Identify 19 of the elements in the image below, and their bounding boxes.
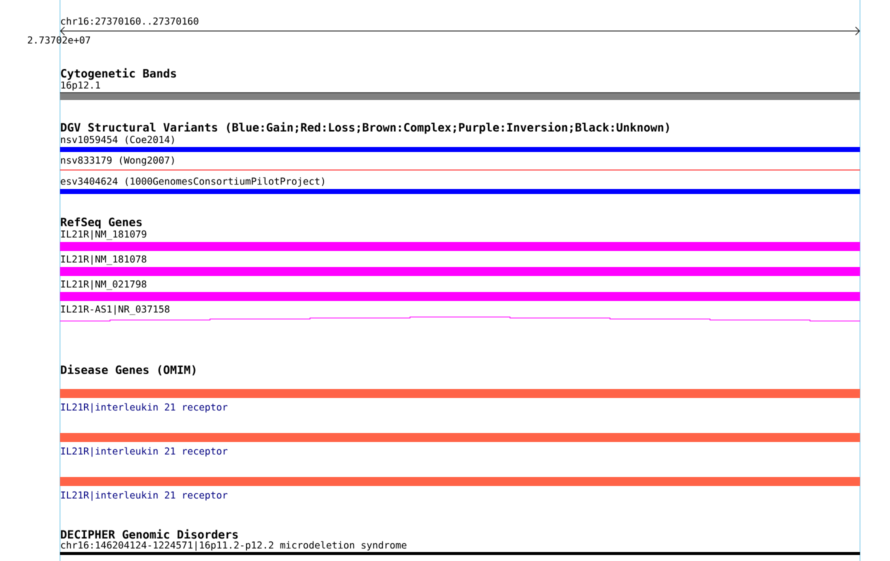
track-title: RefSeq Genes [60, 217, 142, 228]
feature-label: chr16:146204124-1224571|16p11.2-p12.2 microdeletion syndrome [61, 541, 406, 551]
track-title: DECIPHER Genomic Disorders [60, 529, 238, 539]
feature-label: esv3404624 (1000GenomesConsortiumPilotProject) [60, 177, 324, 187]
feature-label: IL21R|NM_021798 [61, 280, 146, 290]
feature-label: IL21R|interleukin 21 receptor [61, 403, 228, 413]
feature-label: 16p12.1 [61, 81, 100, 91]
feature-label: IL21R|NM_181078 [61, 255, 146, 265]
track-title: Cytogenetic Bands [61, 68, 176, 80]
feature-label: IL21R|NM_181079 [61, 230, 146, 240]
coordinate-label: chr16:27370160..27370160 [61, 17, 198, 25]
feature-label: IL21R|interleukin 21 receptor [61, 491, 228, 501]
feature-label: nsv1059454 (Coe2014) [61, 136, 174, 144]
feature-label: IL21R|interleukin 21 receptor [61, 447, 228, 457]
track-title: Disease Genes (OMIM) [60, 364, 196, 376]
feature-label: IL21R-AS1|NR_037158 [61, 305, 170, 315]
scale-label: 2.73702e+07 [28, 36, 90, 44]
feature-label: nsv833179 (Wong2007) [61, 156, 174, 166]
track-title: DGV Structural Variants (Blue:Gain;Red:Loss;Brown:Complex;Purple:Inversion;Black:Unknown) [60, 122, 669, 134]
